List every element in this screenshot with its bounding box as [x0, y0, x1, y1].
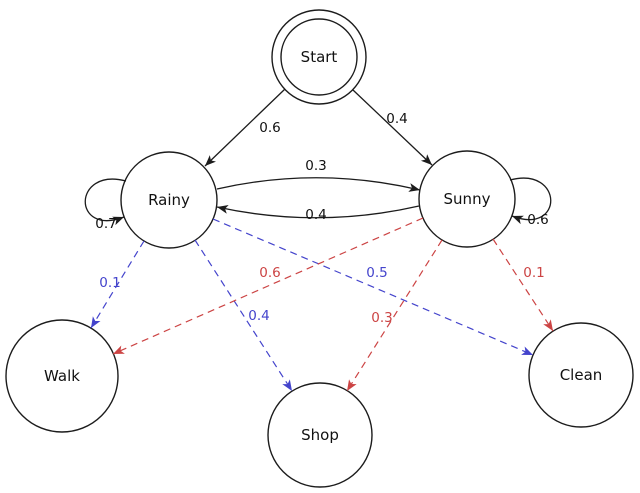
edge-label-rainy-shop: 0.4	[248, 308, 269, 324]
transition-labels: 0.6 0.4 0.3 0.4 0.7 0.6	[95, 111, 548, 232]
edge-label-sunny-rainy: 0.4	[305, 207, 326, 223]
node-start-inner-circle	[280, 18, 358, 96]
transition-edges	[84, 88, 552, 226]
node-labels: Start Rainy Sunny Walk Shop Clean	[44, 48, 602, 444]
edge-start-rainy	[204, 88, 286, 167]
node-shop-label: Shop	[301, 426, 339, 444]
emission-labels: 0.1 0.4 0.5 0.6 0.3 0.1	[99, 265, 544, 326]
node-walk-label: Walk	[44, 367, 80, 385]
edge-label-rainy-clean: 0.5	[366, 265, 387, 281]
edge-label-start-sunny: 0.4	[386, 111, 407, 127]
edge-label-rainy-selfloop: 0.7	[95, 216, 116, 232]
edge-label-sunny-shop: 0.3	[371, 310, 392, 326]
node-shop-circle	[267, 382, 373, 488]
edge-label-sunny-clean: 0.1	[523, 265, 544, 281]
node-rainy-label: Rainy	[148, 191, 190, 209]
node-rainy-circle	[120, 151, 218, 249]
edge-sunny-shop	[346, 239, 443, 392]
edge-label-start-rainy: 0.6	[259, 120, 280, 136]
node-clean-circle	[528, 322, 634, 428]
edge-sunny-rainy	[216, 204, 420, 219]
edge-rainy-clean	[212, 218, 534, 356]
edge-sunny-selfloop	[509, 177, 552, 225]
node-clean-label: Clean	[560, 366, 603, 384]
emission-edges	[90, 217, 554, 392]
node-sunny-circle	[418, 150, 516, 248]
edge-label-sunny-selfloop: 0.6	[527, 212, 548, 228]
node-walk-circle	[5, 319, 119, 433]
edge-start-sunny	[352, 89, 433, 166]
edge-label-sunny-walk: 0.6	[259, 265, 280, 281]
edge-rainy-shop	[194, 239, 293, 392]
nodes	[5, 9, 634, 488]
edge-rainy-sunny	[216, 177, 421, 192]
edge-rainy-selfloop	[84, 178, 127, 226]
edge-rainy-walk	[90, 240, 145, 329]
node-sunny-label: Sunny	[444, 190, 491, 208]
edge-sunny-walk	[112, 217, 424, 355]
edge-label-rainy-sunny: 0.3	[305, 158, 326, 174]
edge-label-rainy-walk: 0.1	[99, 275, 120, 291]
edge-sunny-clean	[492, 238, 554, 332]
node-start-label: Start	[301, 48, 338, 66]
